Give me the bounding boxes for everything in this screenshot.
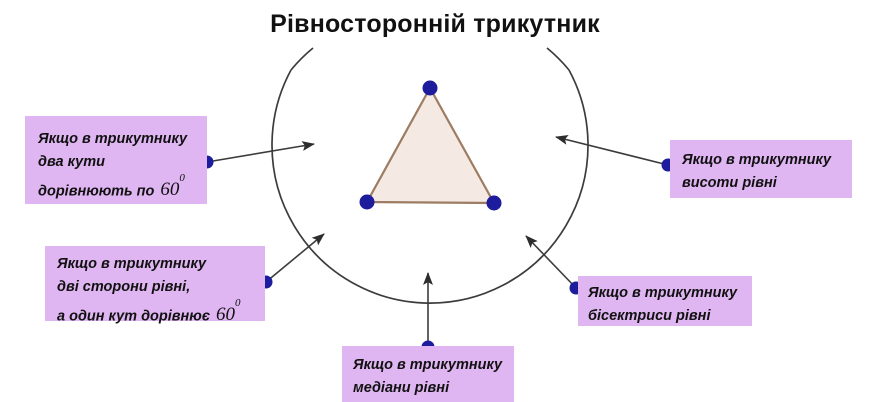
note-left-bottom-line-1: Якщо в трикутнику bbox=[57, 256, 207, 272]
note-right-top-line-1: Якщо в трикутнику bbox=[682, 152, 832, 168]
note-left-top-line-1: Якщо в трикутнику bbox=[38, 131, 188, 147]
note-left-bottom-line-3-text: а один кут дорівнює bbox=[57, 308, 210, 325]
note-right-top-line-2: висоти рівні bbox=[682, 175, 777, 191]
triangle-vertex-bottom-right bbox=[486, 195, 502, 211]
note-left-bottom-line-2: дві сторони рівні, bbox=[57, 279, 191, 295]
note-left-bottom-degree: 600 bbox=[210, 297, 241, 326]
triangle-vertex-top bbox=[422, 80, 438, 96]
note-left-top-degree: 600 bbox=[154, 172, 185, 201]
note-left-bottom-degree-symbol: 0 bbox=[235, 296, 241, 309]
connector-right-bottom bbox=[525, 235, 577, 289]
note-left-top-degree-value: 60 bbox=[160, 179, 180, 201]
note-bottom-line-1: Якщо в трикутнику bbox=[353, 357, 503, 373]
note-left-bottom: Якщо в трикутнику дві сторони рівні, а о… bbox=[45, 246, 265, 325]
note-bottom-line-2: медіани рівні bbox=[353, 380, 450, 396]
note-left-top-line-2: два кути bbox=[38, 154, 105, 170]
note-right-bottom-line-2: бісектриси рівні bbox=[588, 308, 711, 324]
connector-left-bottom bbox=[265, 233, 325, 283]
note-left-bottom-degree-value: 60 bbox=[216, 304, 235, 326]
equilateral-triangle bbox=[359, 80, 502, 211]
triangle-vertex-bottom-left bbox=[359, 194, 375, 210]
connector-right-top bbox=[555, 135, 669, 166]
note-bottom: Якщо в трикутнику медіани рівні bbox=[342, 346, 514, 402]
note-left-top-degree-symbol: 0 bbox=[179, 171, 185, 184]
note-left-top-line-3-text: дорівнюють по bbox=[38, 183, 155, 200]
note-right-bottom-line-1: Якщо в трикутнику bbox=[588, 285, 738, 301]
note-right-bottom: Якщо в трикутнику бісектриси рівні bbox=[578, 276, 752, 326]
note-left-top: Якщо в трикутнику два кути дорівнюють по… bbox=[25, 116, 207, 204]
page-title: Рівносторонній трикутник bbox=[0, 8, 870, 42]
connector-left-top bbox=[206, 141, 315, 163]
surrounding-circle bbox=[271, 47, 589, 304]
note-right-top: Якщо в трикутнику висоти рівні bbox=[670, 140, 852, 198]
